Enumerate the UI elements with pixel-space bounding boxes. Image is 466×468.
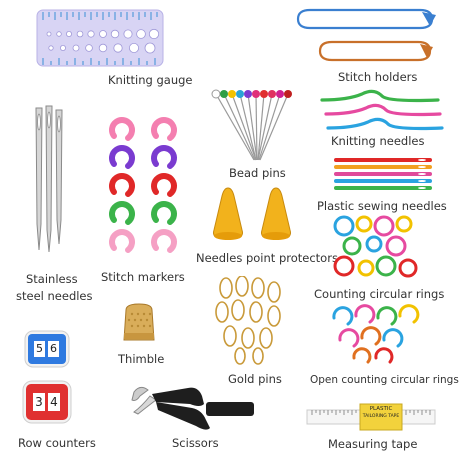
stitch-markers-image xyxy=(104,116,184,264)
measuring-tape-label: Measuring tape xyxy=(328,437,418,451)
open-counting-circular-rings-image xyxy=(330,304,420,368)
bead-pins-image xyxy=(210,86,300,164)
needles-point-protectors-label: Needles point protectors xyxy=(196,251,338,265)
row-counters-label: Row counters xyxy=(18,436,96,450)
scissors-label: Scissors xyxy=(172,436,219,450)
plastic-sewing-needles-label: Plastic sewing needles xyxy=(317,199,447,213)
measuring-tape-text-1: PLASTIC xyxy=(369,406,393,412)
stainless-steel-needles-label-line1: Stainless xyxy=(26,272,78,286)
row-counter-blue-digit-2: 6 xyxy=(50,342,57,355)
plastic-sewing-needles-image xyxy=(330,154,440,196)
counting-circular-rings-image xyxy=(332,214,422,282)
gold-pins-image xyxy=(212,276,288,366)
thimble-image xyxy=(118,302,160,342)
counting-circular-rings-label: Counting circular rings xyxy=(314,287,445,301)
measuring-tape-image: PLASTIC TAILORING TAPE xyxy=(306,402,436,432)
needles-point-protectors-image xyxy=(208,186,300,244)
stitch-markers-label: Stitch markers xyxy=(101,270,185,284)
bead-pins-label: Bead pins xyxy=(229,166,286,180)
gold-pins-label: Gold pins xyxy=(228,372,282,386)
stitch-holders-image xyxy=(290,6,440,66)
row-counter-red-digit-2: 4 xyxy=(50,395,58,409)
row-counter-red-digit-1: 3 xyxy=(35,395,43,409)
row-counter-blue: 5 6 xyxy=(24,330,70,368)
knitting-gauge-label: Knitting gauge xyxy=(108,73,193,87)
thimble-label: Thimble xyxy=(118,352,165,366)
open-counting-circular-rings-label: Open counting circular rings xyxy=(310,374,459,386)
measuring-tape-text-2: TAILORING TAPE xyxy=(362,414,400,419)
stainless-steel-needles-image xyxy=(28,104,68,254)
stainless-steel-needles-label-line2: steel needles xyxy=(16,289,93,303)
knitting-needles-label: Knitting needles xyxy=(331,134,425,148)
knitting-gauge-image xyxy=(35,8,165,68)
row-counter-red: 3 4 xyxy=(22,380,72,424)
row-counter-blue-digit-1: 5 xyxy=(36,342,43,355)
knitting-needles-image xyxy=(318,86,446,134)
scissors-image xyxy=(128,382,258,436)
stitch-holders-label: Stitch holders xyxy=(338,70,418,84)
